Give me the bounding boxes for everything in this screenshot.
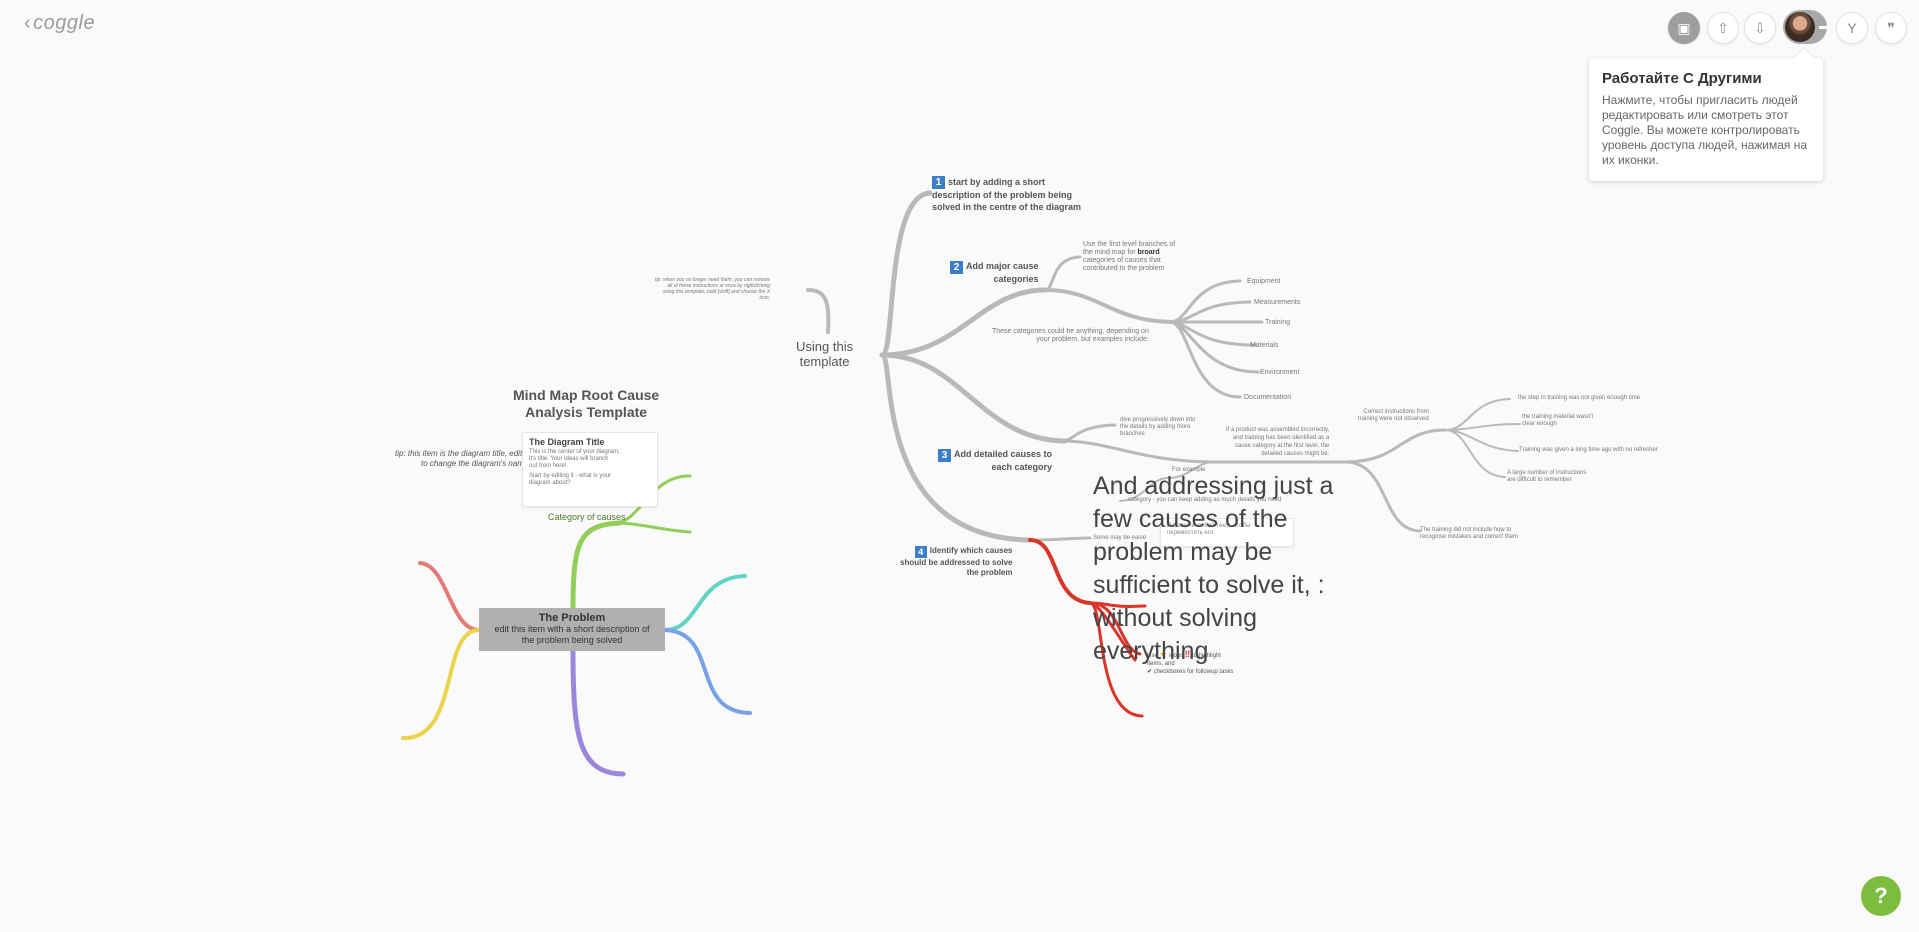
category-training[interactable]: Training bbox=[1265, 319, 1291, 326]
step2-note-line1: Use the first level branches of bbox=[1083, 241, 1176, 248]
step2-badge: 2 bbox=[950, 261, 963, 274]
diagram-title-node[interactable]: Mind Map Root Cause Analysis Template bbox=[513, 387, 659, 421]
problem-line1: edit this item with a short description … bbox=[494, 624, 650, 634]
note-line5: diagram about? bbox=[529, 480, 571, 486]
note-line2: it's title. Your ideas will branch bbox=[529, 456, 609, 462]
tip-diagram-title[interactable]: tip: this item is the diagram title, edi… bbox=[395, 449, 529, 468]
category-documentation[interactable]: Documentation bbox=[1244, 394, 1292, 401]
step3-keep-adding[interactable]: category - you can keep adding as much d… bbox=[1128, 497, 1282, 503]
step2-note-broad[interactable]: Use the first level branches of the mind… bbox=[1083, 241, 1175, 273]
step1-badge: 1 bbox=[932, 176, 945, 189]
share-upload-button[interactable]: ⇧ bbox=[1707, 12, 1739, 44]
coggle-logo: coggle bbox=[33, 12, 96, 34]
diagram-title-line2: Analysis Template bbox=[525, 404, 648, 420]
icons-note-use: Use bbox=[1147, 653, 1158, 659]
step2-line2: categories bbox=[993, 274, 1039, 284]
collaborator-avatar-button[interactable] bbox=[1783, 10, 1827, 44]
step2-note-line2: the mind map for broard bbox=[1083, 249, 1175, 257]
cause-child-2[interactable]: the training material wasn't clear enoug… bbox=[1522, 414, 1594, 427]
cause-child-3[interactable]: Training was given a long time ago with … bbox=[1519, 447, 1658, 453]
popover-body: Нажмите, чтобы пригласить людей редактир… bbox=[1602, 93, 1808, 167]
download-button[interactable]: ⇩ bbox=[1744, 12, 1776, 44]
note-line1: This is the center of your diagram, bbox=[529, 449, 620, 455]
icons-note-checkboxes: checkboxes for followup tasks bbox=[1153, 669, 1234, 675]
drag-text-tooltip: Потащите любой текст, чтобы переместить … bbox=[1160, 518, 1294, 547]
using-template-center-node[interactable]: Using this template bbox=[796, 339, 854, 369]
presentation-icon: ▣ bbox=[1677, 19, 1691, 36]
diagram-title-line1: Mind Map Root Cause bbox=[513, 387, 660, 403]
help-button[interactable]: ? bbox=[1861, 876, 1901, 916]
step2-note-bold: broard bbox=[1137, 249, 1160, 256]
step2-note-examples[interactable]: These categories could be anything, depe… bbox=[992, 328, 1149, 343]
step1-line1: start by adding a short bbox=[948, 177, 1046, 187]
step1-line3: solved in the centre of the diagram bbox=[932, 202, 1082, 212]
dragged-text-node[interactable]: And addressing just a few causes of the … bbox=[1093, 472, 1334, 665]
popover-title: Работайте С Другими bbox=[1602, 70, 1762, 87]
step2-note-line2-text: the mind map for bbox=[1083, 249, 1136, 256]
chevron-left-icon: ‹ bbox=[24, 12, 32, 34]
step2-note-line3: categories of causes that bbox=[1083, 257, 1161, 264]
step3-for-example[interactable]: For example bbox=[1172, 467, 1206, 473]
step4-line1: Identify which causes bbox=[929, 546, 1013, 555]
cause-no-recognise-mistakes[interactable]: The training did not include how to reco… bbox=[1420, 527, 1519, 540]
icons-note-highlight: to highlight bbox=[1191, 653, 1221, 659]
problem-title: The Problem bbox=[538, 612, 606, 624]
star-icon: ★ bbox=[1159, 649, 1168, 659]
branch-icon: Y bbox=[1847, 20, 1857, 36]
step4-red-branches bbox=[1028, 538, 1147, 718]
step2-note-line4: contributed to the problem bbox=[1083, 265, 1165, 272]
note-line4: Start by editing it - what is your bbox=[529, 473, 612, 479]
the-problem-node[interactable]: The Problem edit this item with a short … bbox=[479, 608, 665, 651]
history-button[interactable]: Y bbox=[1836, 12, 1868, 44]
double-exclamation-icon: ‼ bbox=[1184, 649, 1191, 659]
step3-badge: 3 bbox=[938, 449, 951, 462]
step3-line1: Add detailed causes to bbox=[954, 449, 1053, 459]
category-of-causes-node[interactable]: Category of causes bbox=[548, 512, 626, 522]
step3-note-dive[interactable]: dive progressively down into the details… bbox=[1120, 417, 1196, 437]
right-map-branches bbox=[806, 190, 1521, 543]
step4-line2: should be addressed to solve bbox=[900, 558, 1013, 567]
problem-line2: the problem being solved bbox=[521, 635, 623, 645]
collaborate-popover: Работайте С Другими Нажмите, чтобы пригл… bbox=[1589, 58, 1823, 181]
question-icon: ? bbox=[1874, 883, 1888, 908]
cause-child-4[interactable]: A large number of instructions are diffi… bbox=[1507, 470, 1587, 483]
back-to-dashboard-link[interactable]: ‹coggle bbox=[24, 12, 95, 35]
icons-note-icons: icons bbox=[1169, 653, 1184, 659]
category-environment[interactable]: Environment bbox=[1260, 369, 1300, 376]
step4-note-easier[interactable]: Some may be easie bbox=[1093, 535, 1147, 541]
diagram-title-note[interactable]: The Diagram Title This is the center of … bbox=[522, 432, 658, 507]
step2-line1: Add major cause bbox=[966, 261, 1039, 271]
icons-note-items: items, and bbox=[1147, 661, 1175, 667]
note-line3: out from here! bbox=[529, 463, 567, 469]
upload-icon: ⇧ bbox=[1717, 19, 1729, 36]
step4-badge: 4 bbox=[914, 546, 927, 558]
checkmark-icon: ✔ bbox=[1147, 669, 1153, 675]
category-materials[interactable]: Materials bbox=[1250, 342, 1279, 349]
avatar bbox=[1785, 12, 1815, 42]
icons-note[interactable]: Use ★ icons ‼ to highlight items, and ✔ … bbox=[1147, 650, 1233, 676]
quote-icon: ❞ bbox=[1887, 19, 1895, 36]
note-title: The Diagram Title bbox=[529, 437, 605, 447]
step1-line2: description of the problem being bbox=[932, 190, 1073, 200]
comments-button[interactable]: ❞ bbox=[1875, 12, 1907, 44]
cause-child-1[interactable]: the step in training was not given enoug… bbox=[1518, 395, 1641, 401]
step3-note-example-intro[interactable]: If a product was assembled incorrectly, … bbox=[1226, 427, 1330, 457]
present-button[interactable]: ▣ bbox=[1668, 12, 1700, 44]
cause-instructions-not-observed[interactable]: Correct instructions from training were … bbox=[1358, 409, 1429, 422]
left-map-branches bbox=[401, 474, 752, 777]
minus-icon bbox=[1819, 25, 1827, 29]
step3-line2: each category bbox=[991, 462, 1053, 472]
tip-remove-instructions[interactable]: tip: when you no longer need them, you c… bbox=[655, 277, 771, 301]
download-icon: ⇩ bbox=[1754, 19, 1766, 36]
category-equipment[interactable]: Equipment bbox=[1247, 278, 1281, 285]
category-measurements[interactable]: Measurements bbox=[1254, 299, 1301, 306]
step4-line3: the problem bbox=[966, 568, 1013, 577]
